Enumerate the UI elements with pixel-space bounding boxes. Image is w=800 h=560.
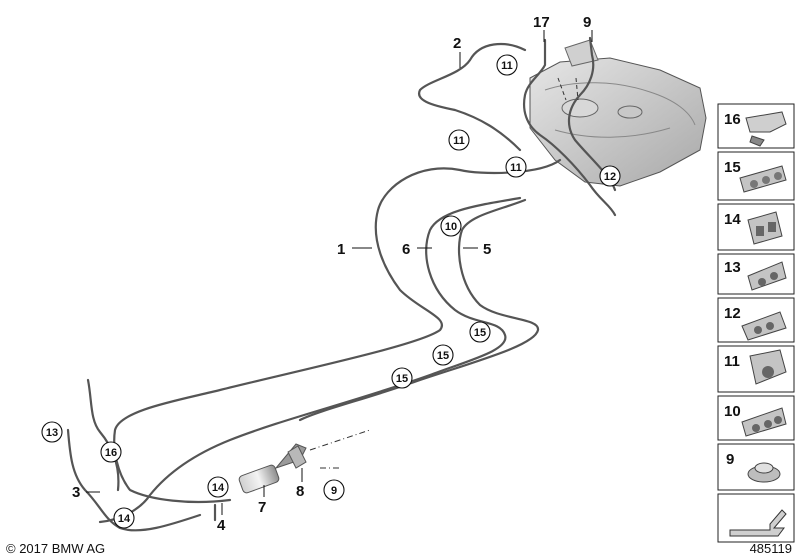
circled-refs [41,54,621,529]
legend-item-14: 14 [717,203,795,251]
svg-text:10: 10 [445,221,457,233]
circled-ref-16 [100,441,122,463]
circled-ref-14-a [207,476,229,498]
fuel-line-17 [567,36,617,192]
svg-text:13: 13 [46,427,58,439]
fuel-line-3 [66,428,202,532]
copyright-text: © 2017 BMW AG [6,541,106,556]
fuel-line-5 [298,198,540,422]
svg-text:11: 11 [501,60,513,72]
fuel-line-1 [113,158,562,504]
callout-8: 8 [296,483,304,500]
svg-text:9: 9 [726,451,734,468]
fuel-line-6 [98,196,522,524]
circled-ref-12 [599,165,621,187]
svg-text:15: 15 [396,373,408,385]
circled-ref-13 [41,421,63,443]
fuel-line-2 [417,43,527,152]
bracket [287,445,307,469]
legend-item-15: 15 [717,151,795,201]
svg-text:16: 16 [105,447,117,459]
svg-text:12: 12 [724,305,741,322]
circled-ref-9 [323,479,345,501]
circled-ref-11-b [448,129,470,151]
svg-text:11: 11 [453,135,465,147]
circled-ref-11-c [505,156,527,178]
diagonal-arrow-icon [729,509,787,537]
legend-item-10: 10 [717,395,795,441]
circled-ref-15-a [469,321,491,343]
svg-text:15: 15 [474,327,486,339]
callout-3: 3 [72,484,80,501]
legend-item-16: 16 [717,103,795,149]
svg-text:15: 15 [437,350,449,362]
callout-2: 2 [453,35,461,52]
callout-4: 4 [217,517,226,534]
circled-ref-10 [440,215,462,237]
legend-panel: 16 15 14 13 12 [717,103,795,543]
circled-ref-labels: 9 10 11 11 11 12 13 14 14 15 15 15 16 [46,60,616,525]
legend-item-13: 13 [717,253,795,295]
callout-5: 5 [483,241,491,258]
svg-text:14: 14 [118,513,131,525]
callout-18: 17 [533,14,550,31]
circled-ref-15-c [391,367,413,389]
callouts [86,30,593,515]
legend-item-9: 9 [717,443,795,491]
fuel-lines [66,36,617,532]
dash-dot-leader-tank [557,77,579,101]
diagram-id: 485119 [749,541,792,556]
svg-text:11: 11 [724,353,740,370]
callout-1: 1 [337,241,345,258]
svg-text:16: 16 [724,111,741,128]
fuel-line-16 [86,378,120,492]
legend-item-12: 12 [717,297,795,343]
circled-ref-14-b [113,507,135,529]
svg-text:14: 14 [212,482,225,494]
svg-text:12: 12 [604,171,616,183]
callout-7: 7 [258,499,266,516]
svg-text:14: 14 [724,211,741,228]
svg-text:13: 13 [724,259,741,276]
callout-17-label: 9 [583,14,591,31]
arrow-icon-box [717,493,795,543]
circled-ref-15-b [432,344,454,366]
dash-dot-leader-9 [309,429,371,469]
svg-text:15: 15 [724,159,741,176]
callout-labels: 1 2 3 4 5 6 7 8 17 9 [72,14,550,534]
svg-text:10: 10 [724,403,741,420]
svg-text:11: 11 [510,162,522,174]
fuel-line-18 [523,38,617,217]
callout-6: 6 [402,241,410,258]
svg-text:9: 9 [331,485,337,497]
fuel-tank [529,39,707,187]
circled-ref-11-a [496,54,518,76]
legend-item-11: 11 [717,345,795,393]
